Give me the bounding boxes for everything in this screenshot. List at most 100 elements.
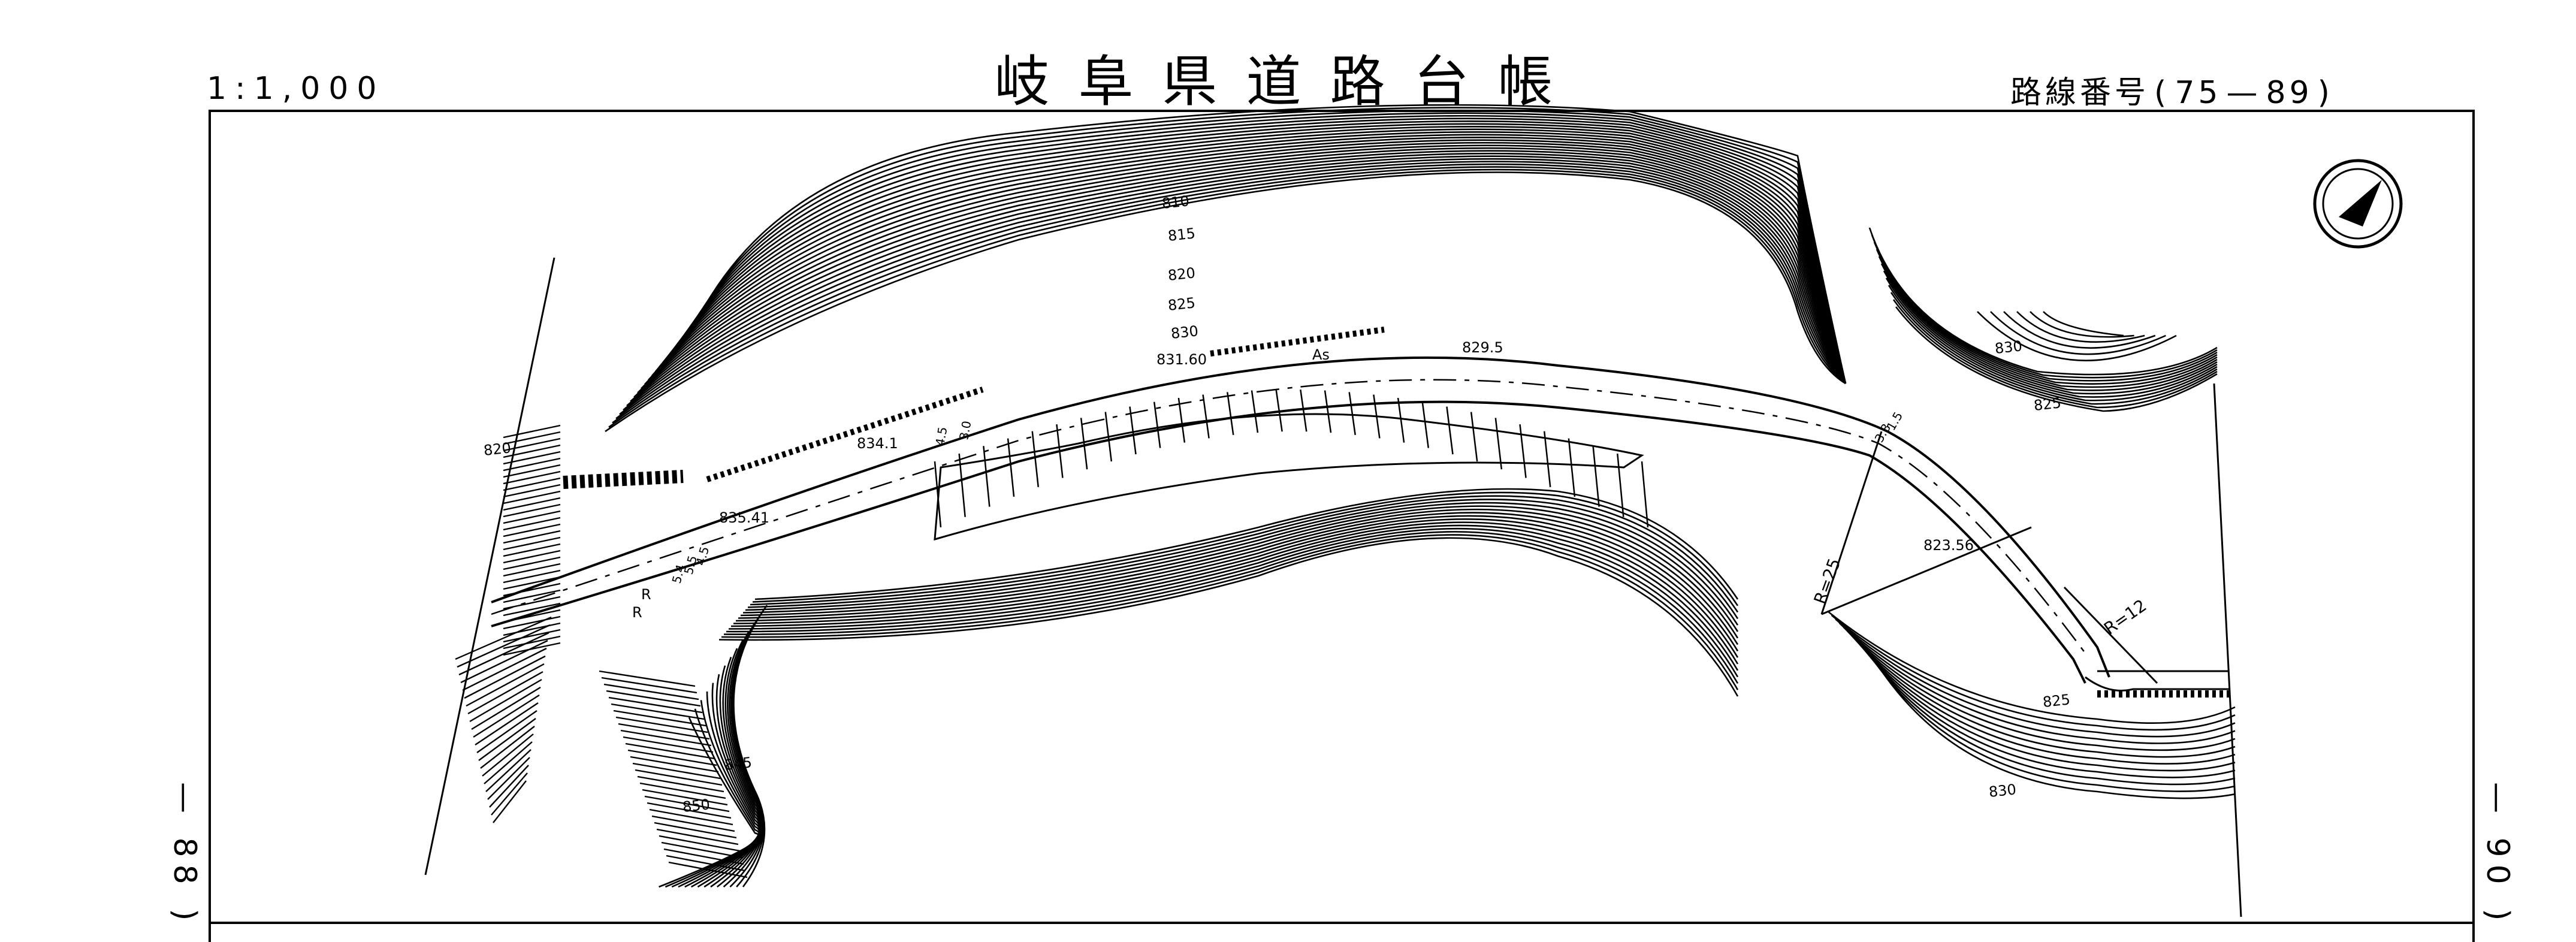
elevation-point: 831.60 — [1156, 351, 1207, 368]
contour-line — [659, 717, 760, 888]
contour-line — [626, 155, 1847, 407]
width-label: 4.5 — [693, 545, 712, 567]
contour-label: 810 — [1161, 192, 1190, 212]
hatch-line — [627, 749, 717, 766]
road-label: R — [632, 604, 642, 621]
contour-line — [729, 622, 764, 887]
route-number-b: 89 — [2266, 75, 2313, 111]
contour-lines-upper — [605, 104, 1847, 433]
contour-line — [1876, 249, 2218, 385]
contour-line — [747, 499, 1739, 620]
contour-line — [738, 512, 1739, 645]
contour-line — [717, 639, 763, 888]
hatch-line — [503, 444, 561, 458]
contour-line — [1855, 638, 2236, 772]
hatch-line — [503, 517, 561, 531]
embankment-tick — [1470, 412, 1478, 462]
embankment-tick — [1421, 401, 1430, 448]
hatch-line — [625, 742, 715, 760]
hatch-line — [476, 710, 537, 753]
embankment-tick — [1373, 394, 1381, 439]
hatch-line — [647, 802, 732, 819]
elevation-point: 834.1 — [857, 435, 898, 452]
hatch-line — [503, 576, 561, 590]
boundary-line-left — [424, 257, 555, 875]
embankment-tick — [1300, 389, 1307, 432]
hatch-line — [615, 716, 708, 733]
hatch-line — [480, 726, 535, 769]
hatch-line — [503, 523, 561, 538]
contour-line — [690, 674, 761, 888]
hatch-line — [644, 795, 730, 813]
contour-label: 830 — [1994, 337, 2023, 357]
contour-line — [1862, 646, 2236, 786]
hatch-line — [503, 477, 561, 491]
hatch-line — [503, 490, 561, 505]
hatch-line — [642, 789, 728, 806]
hatch-line — [493, 780, 527, 823]
contour-line — [612, 166, 1846, 424]
contour-line — [665, 126, 1847, 384]
contour-line — [2016, 311, 2145, 343]
hatch-line — [503, 589, 561, 603]
embankment-tick — [1324, 390, 1332, 433]
embankment-tick — [1568, 438, 1576, 497]
road-edge-upper — [491, 356, 2110, 678]
contour-line — [641, 144, 1847, 390]
embankment-tick — [1031, 431, 1040, 487]
contour-label: 820 — [1167, 264, 1196, 284]
side-road — [2085, 676, 2229, 692]
adjacent-sheet-right[interactable]: — 90 ) — [2480, 782, 2515, 928]
retaining-wall — [563, 327, 2229, 698]
map-scale: 1:1,000 — [207, 71, 385, 107]
road-edge-lower — [491, 400, 2086, 684]
embankment-tick — [1543, 431, 1551, 487]
contour-label: 815 — [1167, 225, 1196, 244]
contour-line — [730, 521, 1739, 665]
hatch-line — [491, 772, 528, 816]
road-label: As — [1312, 346, 1330, 363]
contour-line — [703, 656, 762, 888]
width-label: 4.5 — [932, 425, 950, 446]
contour-label: 820 — [483, 439, 512, 459]
contour-line — [1868, 227, 2218, 376]
contour-line — [1831, 614, 2236, 731]
contour-line — [655, 134, 1847, 384]
hatch-line — [503, 497, 561, 511]
contour-line — [1880, 263, 2218, 391]
contour-label: 850 — [682, 796, 711, 816]
contour-line — [1990, 311, 2166, 355]
contour-line — [718, 537, 1739, 697]
contour-lines-lower — [659, 488, 1739, 888]
contour-line — [615, 163, 1846, 419]
contour-line — [1843, 626, 2236, 751]
route-number: 路線番号(75—89) — [2010, 67, 2338, 112]
contour-line — [672, 120, 1847, 384]
hatch-line — [651, 815, 735, 832]
adjacent-sheet-left[interactable]: — 88 ) — [167, 782, 203, 928]
embankment-tick — [1446, 406, 1454, 455]
hatch-line — [661, 841, 742, 859]
hatch-line — [473, 694, 540, 738]
hatch-line — [503, 530, 561, 544]
route-dash: — — [2226, 75, 2261, 111]
hatch-line — [475, 702, 539, 745]
embankment-tick — [1177, 397, 1186, 443]
hatch-line — [666, 855, 746, 872]
embankment-tick — [1007, 438, 1015, 497]
hatch-line — [608, 696, 703, 714]
hatch-line — [457, 624, 551, 668]
contour-line — [633, 150, 1847, 398]
hatch-line — [503, 556, 561, 570]
contour-line — [1878, 256, 2218, 388]
hatch-line — [484, 741, 533, 784]
boundary-line-right — [2213, 383, 2242, 917]
contour-line — [676, 117, 1847, 384]
contour-line — [1858, 642, 2236, 778]
contour-line — [710, 648, 762, 888]
embankment-tick — [1592, 446, 1600, 507]
contour-line — [694, 104, 1847, 384]
contour-lines-right — [1827, 227, 2236, 799]
elevation-point: 829.5 — [1462, 339, 1503, 356]
